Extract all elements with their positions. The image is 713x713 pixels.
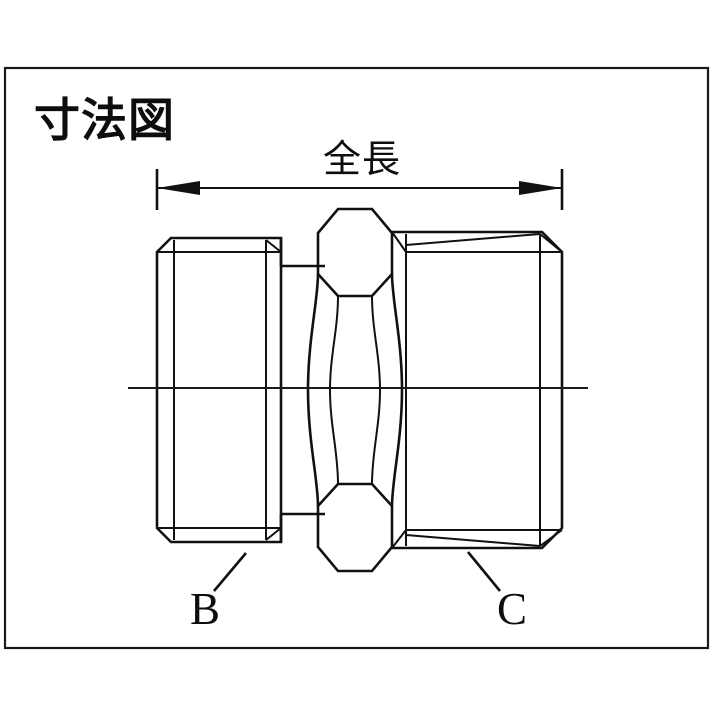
hex-inner-left-edge [328,295,339,485]
callout-c-label: C [497,584,527,634]
right-body-right-chamfer-bottom [539,529,563,547]
right-body-right-chamfer-top [539,233,563,253]
callout-c: C [466,551,527,634]
right-body-outline [392,230,564,550]
right-body-taper-top [405,233,541,246]
right-body-left-chamfer-bottom [391,529,407,549]
left-body-right-chamfer-bottom [265,527,282,541]
dimension-arrow-left [157,181,200,195]
hex-lower-lobe-outline [316,482,394,573]
right-tapered-body [391,230,564,550]
page-title: 寸法図 [34,93,175,147]
callout-b-leader [213,552,247,592]
callout-b: B [190,552,247,634]
callout-b-label: B [190,584,220,634]
hex-right-waist-curve [390,273,404,507]
drawing-border [3,66,710,650]
hex-inner-right-edge [371,295,382,485]
right-body-taper-bottom [405,534,541,547]
left-body-right-chamfer-top [265,239,282,253]
hex-left-waist-curve [306,273,320,507]
right-body-left-chamfer-top [391,231,407,253]
callout-c-leader [466,551,502,592]
center-hex-nut [306,207,404,573]
dimension-arrow-right [519,181,562,195]
dimension-label-overall-length: 全長 [323,137,401,181]
dimension-overall-length: 全長 [155,137,564,210]
